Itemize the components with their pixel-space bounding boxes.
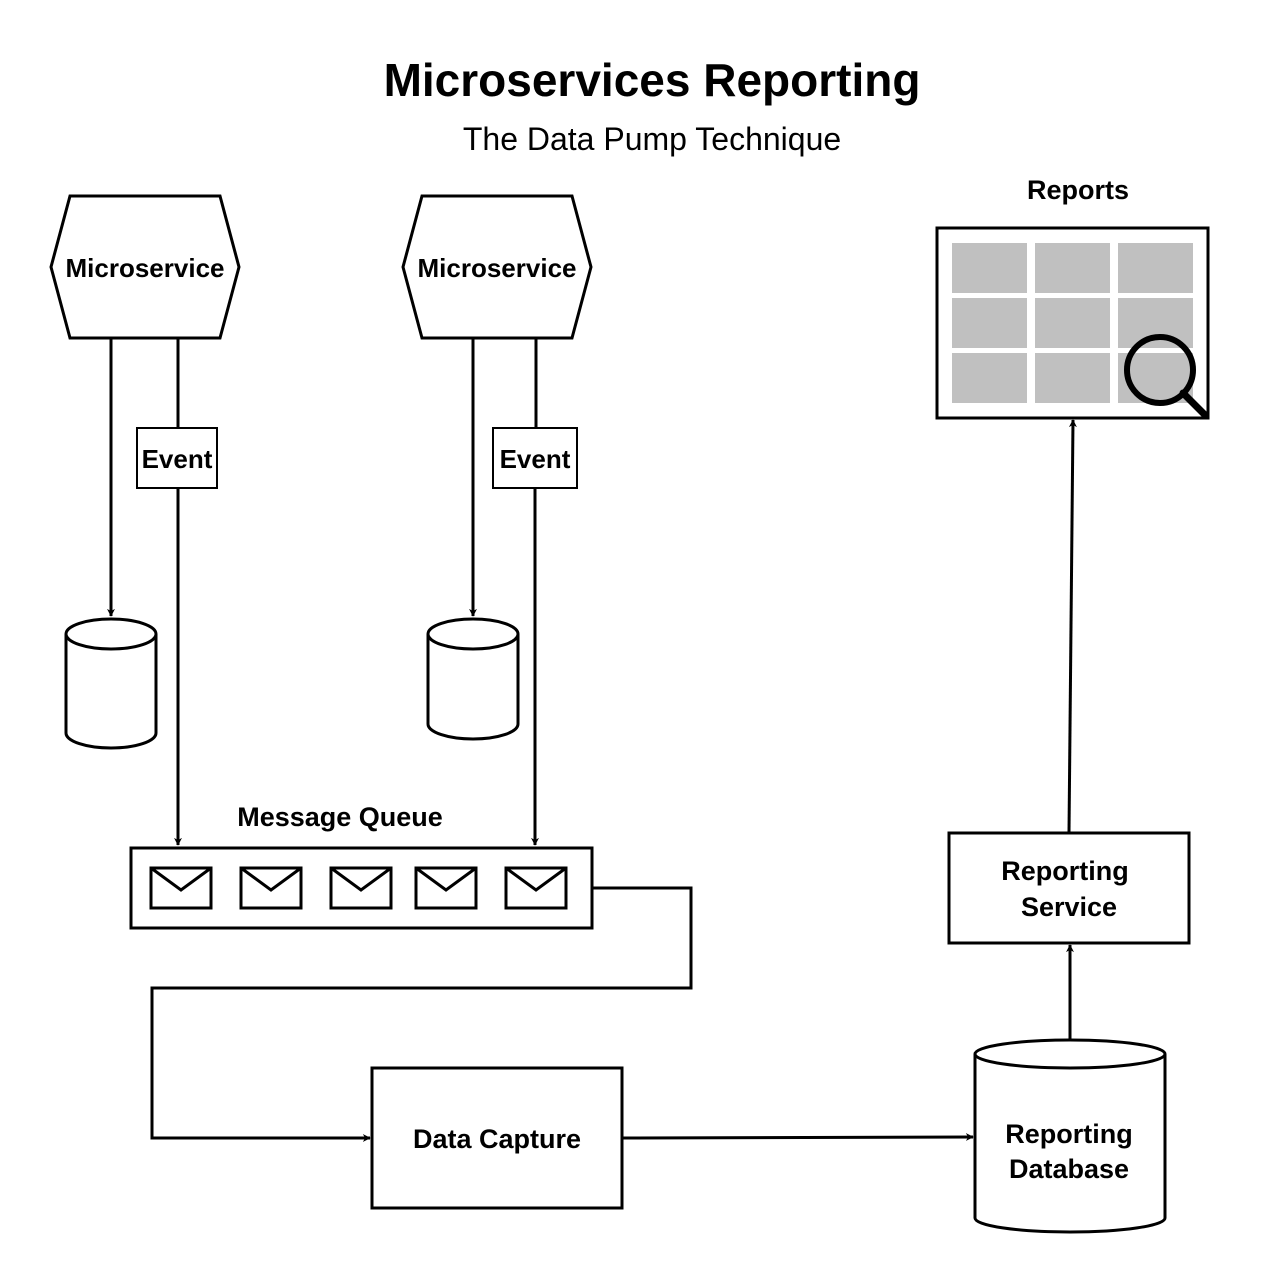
envelope-icon: [149, 866, 213, 910]
event-label-2: Event: [500, 444, 571, 474]
reporting-service-box: [947, 831, 1191, 945]
diagram-title: Microservices Reporting: [384, 54, 921, 106]
event-box-2: [492, 427, 578, 489]
magnifier-icon: [1124, 334, 1210, 420]
reporting-database-icon: [973, 1038, 1167, 1234]
diagram-subtitle: The Data Pump Technique: [463, 121, 841, 157]
event-label-1: Event: [142, 444, 213, 474]
reporting-database-node: Reporting Database: [973, 1038, 1167, 1234]
microservice-node-1: Microservice: [49, 194, 241, 340]
hexagon-icon: [49, 194, 241, 340]
edge-capture-to-reporting-db: [621, 1133, 974, 1142]
database-icon-1: [64, 617, 158, 750]
envelope-icon: [329, 866, 393, 910]
reporting-service-label-line1: Reporting: [1001, 856, 1129, 886]
edges: [107, 338, 1077, 1142]
event-node-2: Event: [492, 427, 578, 489]
microservice-node-2: Microservice: [401, 194, 593, 340]
message-queue-node: Message Queue: [129, 802, 594, 930]
table-grid-icon: [952, 243, 1193, 403]
reporting-service-node: Reporting Service: [947, 831, 1191, 945]
edge-service-to-reports: [1067, 419, 1077, 833]
data-capture-node: Data Capture: [370, 1066, 624, 1210]
data-capture-box: [370, 1066, 624, 1210]
reports-node: Reports: [935, 175, 1210, 420]
envelope-icon: [239, 866, 303, 910]
envelope-icon: [504, 866, 568, 910]
message-queue-label: Message Queue: [237, 802, 443, 832]
event-node-1: Event: [136, 427, 218, 489]
event-box-1: [136, 427, 218, 489]
microservice-label-2: Microservice: [418, 253, 577, 283]
reporting-database-label-line1: Reporting: [1005, 1119, 1133, 1149]
reporting-service-label-line2: Service: [1021, 892, 1117, 922]
microservice-label-1: Microservice: [66, 253, 225, 283]
data-capture-label: Data Capture: [413, 1124, 581, 1154]
envelope-icon: [414, 866, 478, 910]
database-icon-2: [426, 617, 520, 741]
edge-queue-to-data-capture: [150, 886, 693, 1142]
hexagon-icon: [401, 194, 593, 340]
reporting-database-label-line2: Database: [1009, 1154, 1129, 1184]
reports-label: Reports: [1027, 175, 1129, 205]
